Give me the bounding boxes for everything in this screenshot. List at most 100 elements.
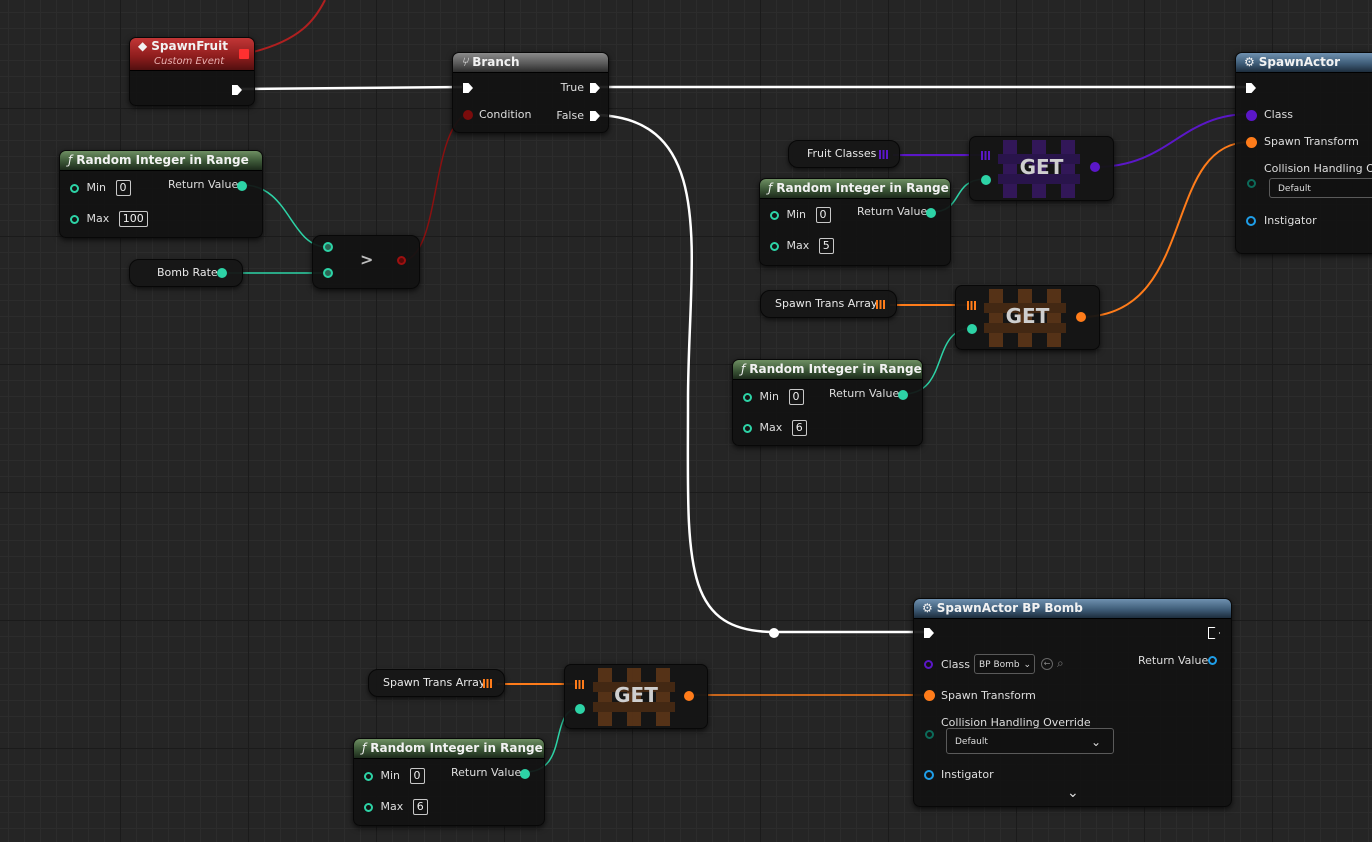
spawnfruit-event-node[interactable]: ◆SpawnFruit Custom Event — [129, 37, 255, 106]
compare-in-a-pin[interactable] — [323, 242, 333, 252]
spawnactor-icon: ⚙ — [1244, 55, 1255, 69]
spawnfruit-exec-out-pin[interactable] — [232, 85, 242, 95]
use-selected-asset-icon[interactable]: ← — [1041, 658, 1053, 670]
spawn-bomb-class-dropdown[interactable]: BP Bomb ⌄ — [974, 654, 1035, 674]
bomb-rate-variable-node[interactable]: Bomb Rate — [129, 259, 243, 287]
get-1-label: GET — [1019, 155, 1064, 179]
event-diamond-icon: ◆ — [138, 39, 148, 53]
spawn-bomb-exec-out-pin[interactable] — [1208, 627, 1220, 639]
spawn-bomb-collision-dropdown[interactable]: Default ⌄ — [946, 728, 1114, 754]
compare-out-bool-pin[interactable] — [397, 256, 406, 265]
spawn-trans-array-variable-node-2[interactable]: Spawn Trans Array — [368, 669, 505, 697]
branch-condition-label: Condition — [479, 108, 532, 121]
branch-condition-pin[interactable] — [463, 110, 473, 120]
get-node-2[interactable]: GET — [955, 285, 1100, 350]
spawn-bomb-return-pin[interactable] — [1208, 656, 1217, 665]
rand4-return-pin[interactable] — [520, 769, 530, 779]
greater-than-node[interactable]: > — [312, 235, 420, 289]
branch-exec-in-pin[interactable] — [463, 83, 473, 93]
branch-false-label: False — [556, 109, 584, 122]
branch-true-pin[interactable] — [590, 83, 600, 93]
branch-header: ⑂Branch — [453, 53, 608, 73]
get-2-array-pin[interactable] — [967, 301, 976, 310]
rand3-return-pin[interactable] — [898, 390, 908, 400]
rand3-max-input[interactable]: 6 — [791, 420, 807, 436]
spawn-bomb-exec-in-pin[interactable] — [924, 628, 934, 638]
spawnactor-transform-pin[interactable] — [1246, 137, 1257, 148]
compare-in-b-pin[interactable] — [323, 268, 333, 278]
spawnactor-instigator-pin[interactable] — [1246, 216, 1256, 226]
branch-false-pin[interactable] — [590, 111, 600, 121]
rand3-min-row: Min 0 — [743, 389, 804, 405]
rand3-max-pin[interactable] — [743, 423, 752, 433]
spawnactor-collision-pin[interactable] — [1247, 179, 1256, 188]
get-3-array-pin[interactable] — [575, 680, 584, 689]
rand1-return-label: Return Value — [168, 178, 239, 191]
branch-true-label: True — [560, 81, 584, 94]
spawnfruit-subtitle: Custom Event — [154, 56, 225, 67]
spawn-bomb-instigator-pin[interactable] — [924, 770, 934, 780]
get-1-array-pin[interactable] — [981, 151, 990, 160]
spawnactor-bp-bomb-node[interactable]: ⚙SpawnActor BP Bomb Class BP Bomb ⌄ ← ⌕ … — [913, 598, 1232, 807]
rand2-min-pin[interactable] — [770, 210, 779, 220]
rand4-max-input[interactable]: 6 — [412, 799, 428, 815]
branch-title: Branch — [472, 55, 520, 69]
spawn-bomb-return-label: Return Value — [1138, 654, 1209, 667]
get-node-3[interactable]: GET — [564, 664, 708, 729]
rand3-min-input[interactable]: 0 — [788, 389, 804, 405]
rand4-max-pin[interactable] — [364, 802, 373, 812]
rand1-max-pin[interactable] — [70, 214, 79, 224]
get-node-1[interactable]: GET — [969, 136, 1114, 201]
rand2-max-input[interactable]: 5 — [818, 238, 834, 254]
spawn-trans-array-pin-2[interactable] — [483, 679, 492, 688]
delegate-pin-icon[interactable] — [239, 49, 249, 59]
wire-class-get-spawnactor — [1094, 113, 1251, 168]
rand2-min-input[interactable]: 0 — [815, 207, 831, 223]
fruit-classes-variable-node[interactable]: Fruit Classes — [788, 140, 900, 168]
rand1-min-input[interactable]: 0 — [115, 180, 131, 196]
rand3-return-label: Return Value — [829, 387, 900, 400]
compare-symbol: > — [360, 250, 374, 269]
get-2-out-pin[interactable] — [1076, 312, 1086, 322]
get-3-out-pin[interactable] — [684, 691, 694, 701]
spawnactor-node[interactable]: ⚙SpawnActor Class Spawn Transform Collis… — [1235, 52, 1372, 254]
bomb-rate-out-pin[interactable] — [217, 268, 227, 278]
rand3-min-pin[interactable] — [743, 392, 752, 402]
fruit-classes-array-pin[interactable] — [879, 150, 888, 159]
rand4-min-input[interactable]: 0 — [409, 768, 425, 784]
random-integer-title-3: Random Integer in Range — [749, 362, 922, 376]
rand2-return-pin[interactable] — [926, 208, 936, 218]
rand2-min-label: Min — [786, 208, 807, 221]
rand1-min-pin[interactable] — [70, 183, 79, 193]
spawnactor-exec-in-pin[interactable] — [1246, 83, 1256, 93]
rand2-max-pin[interactable] — [770, 241, 779, 251]
get-1-out-pin[interactable] — [1090, 162, 1100, 172]
function-icon: ƒ — [68, 153, 73, 167]
get-2-index-pin[interactable] — [967, 324, 977, 334]
rand1-return-pin[interactable] — [237, 181, 247, 191]
spawn-trans-array-variable-node-1[interactable]: Spawn Trans Array — [760, 290, 897, 318]
branch-node[interactable]: ⑂Branch True Condition False — [452, 52, 609, 133]
expand-advanced-chevron-icon[interactable]: ⌄ — [1067, 785, 1079, 801]
spawnactor-class-pin[interactable] — [1246, 110, 1257, 121]
browse-search-icon[interactable]: ⌕ — [1057, 656, 1064, 670]
spawn-bomb-collision-pin[interactable] — [925, 730, 934, 739]
spawn-bomb-class-pin[interactable] — [924, 660, 933, 669]
get-1-index-pin[interactable] — [981, 175, 991, 185]
get-1-bg-icon — [998, 140, 1080, 198]
get-3-label: GET — [614, 683, 658, 707]
spawnactor-collision-dropdown[interactable]: Default — [1269, 178, 1372, 198]
rand4-max-label: Max — [380, 800, 404, 813]
rand4-min-pin[interactable] — [364, 771, 373, 781]
spawn-bomb-transform-pin[interactable] — [924, 690, 935, 701]
get-3-index-pin[interactable] — [575, 704, 585, 714]
spawn-trans-array-pin-1[interactable] — [876, 300, 885, 309]
spawnactor-instigator-label: Instigator — [1264, 214, 1317, 227]
rand1-max-input[interactable]: 100 — [118, 211, 148, 227]
function-icon: ƒ — [362, 741, 367, 755]
